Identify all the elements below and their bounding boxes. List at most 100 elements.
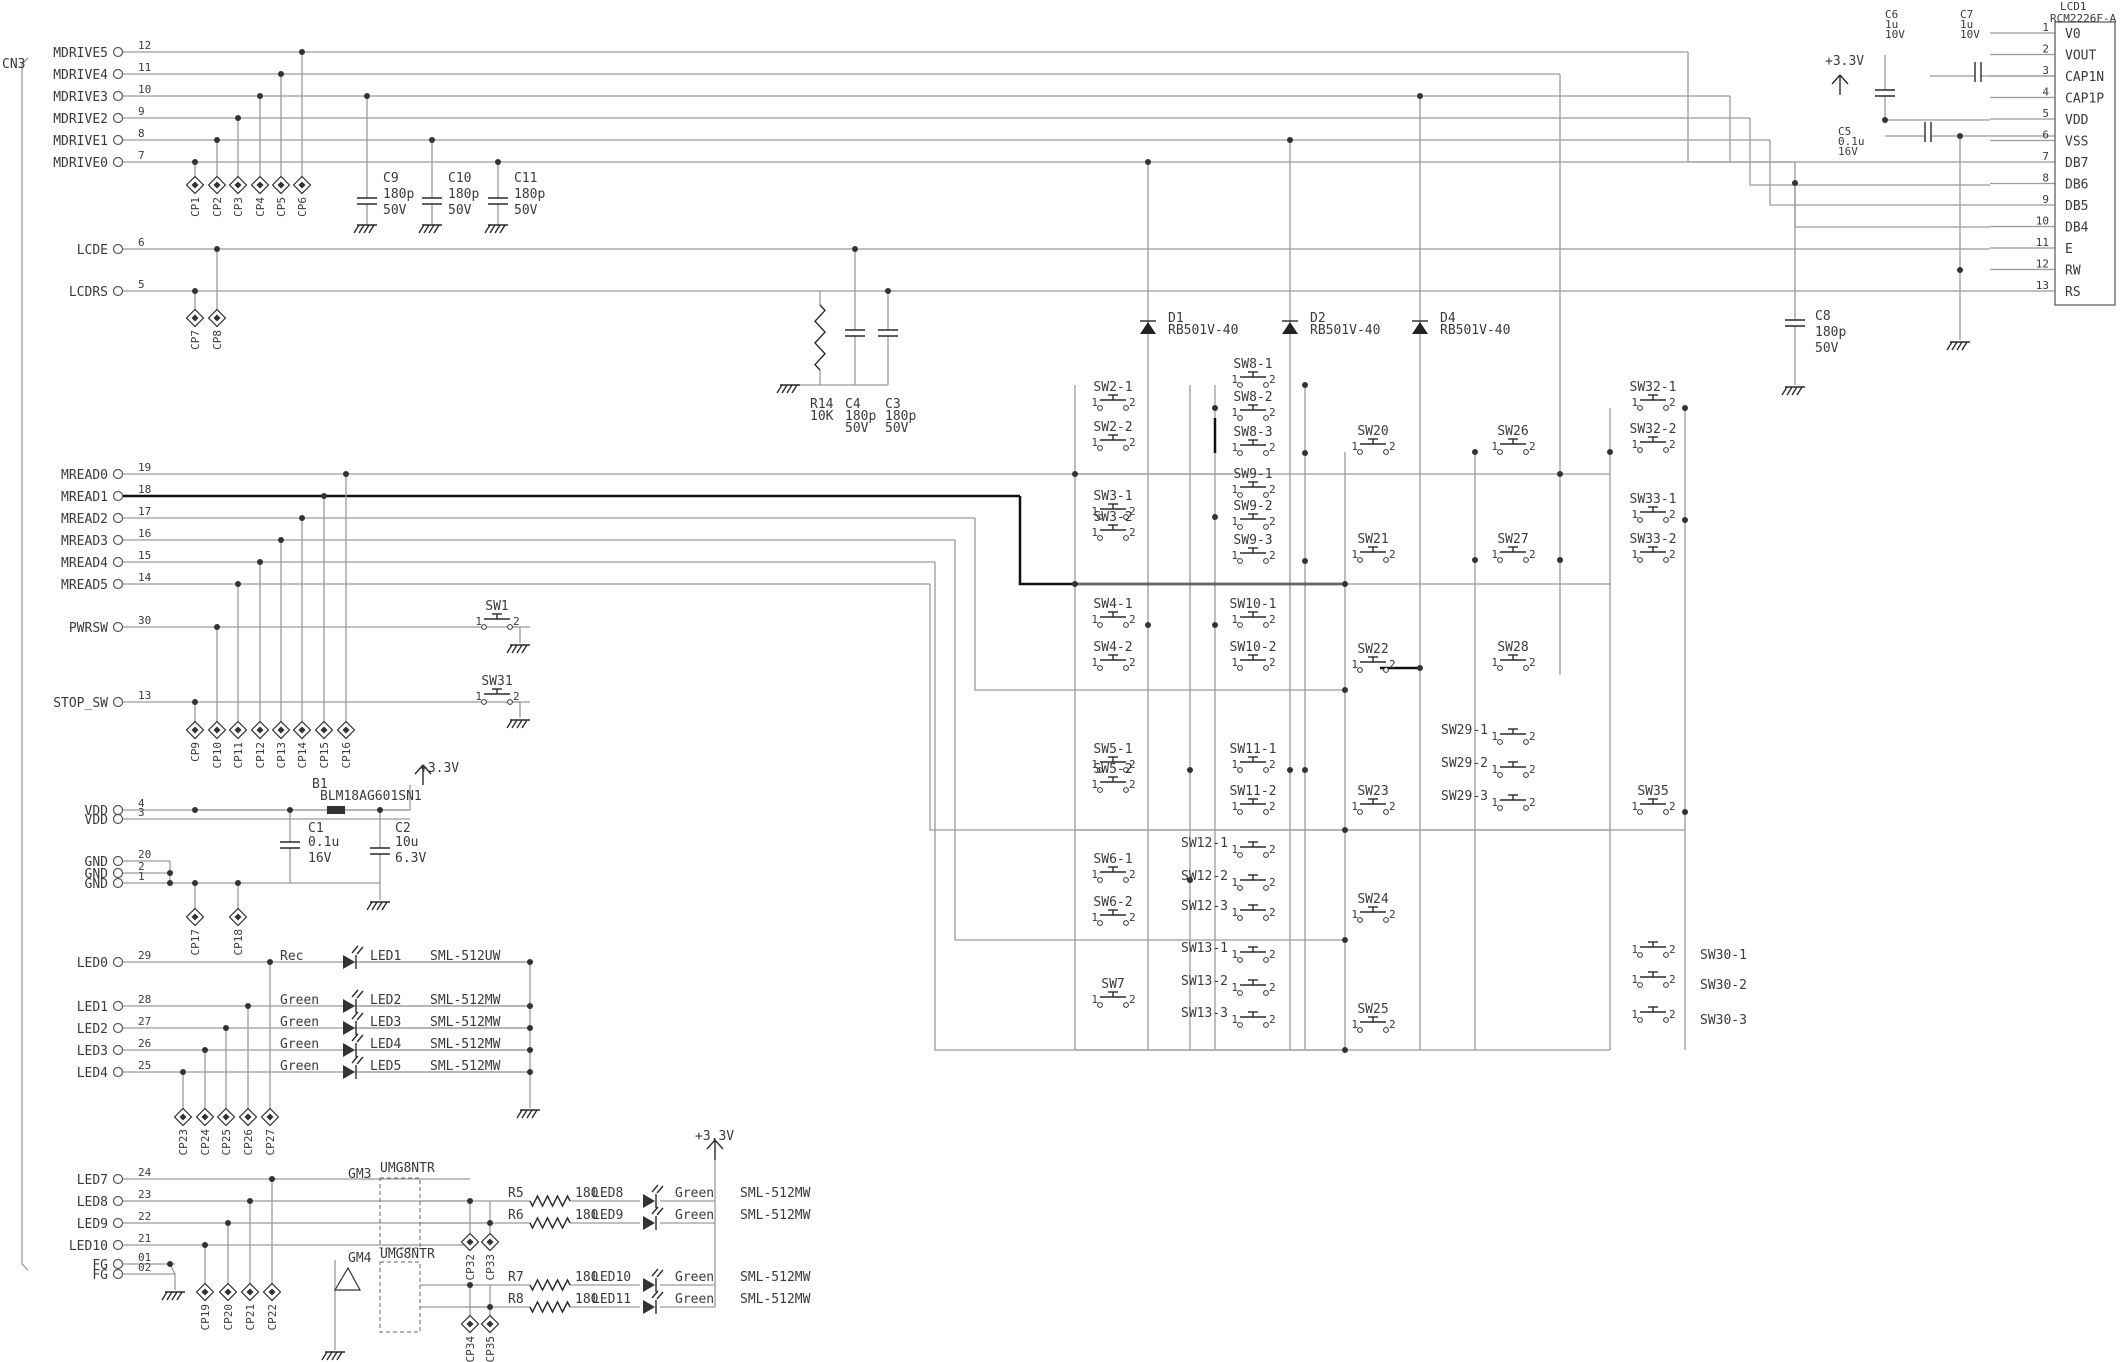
testpoint-label: CP33 [484, 1254, 497, 1281]
junction-dot [1212, 622, 1218, 628]
cap-volt: 50V [514, 203, 538, 218]
switch-label: SW13-1 [1181, 941, 1228, 956]
power-label: +3.3V [420, 761, 459, 776]
switch-icon [1357, 438, 1389, 455]
led-color: Green [280, 1037, 319, 1052]
cap-ref: C11 [514, 171, 537, 186]
switch-pin-2: 2 [1269, 906, 1276, 919]
switch-label: SW27 [1497, 532, 1528, 547]
led-ref: LED11 [592, 1292, 631, 1307]
switch-icon [1637, 506, 1669, 523]
led-icon [343, 1011, 364, 1035]
testpoint-icon [185, 308, 205, 328]
diode-icon [1412, 320, 1428, 334]
transistor-ref: GM4 [348, 1251, 372, 1266]
cap-volt: 50V [845, 421, 869, 436]
junction-dot [1287, 137, 1293, 143]
connector-pin-label: MREAD1 [61, 490, 108, 505]
junction-dot [1187, 767, 1193, 773]
led-icon [343, 1055, 364, 1079]
junction-dot [299, 515, 305, 521]
switch-pin-1: 1 [1631, 548, 1638, 561]
amplifier-icon [333, 1266, 362, 1291]
connector-pin [112, 1044, 124, 1056]
connector-pin-label: VDD [85, 813, 109, 828]
switch-pin-1: 1 [1091, 656, 1098, 669]
capacitor-icon [1924, 122, 1932, 142]
switch-label: SW9-3 [1233, 533, 1272, 548]
connector-pin-label: LED2 [77, 1022, 108, 1037]
junction-dot [377, 807, 383, 813]
led-color: Green [675, 1270, 714, 1285]
switch-pin-1: 1 [1491, 796, 1498, 809]
testpoint-icon [271, 175, 291, 195]
testpoint-icon [218, 1282, 238, 1302]
testpoint-icon [238, 1107, 258, 1127]
diode-ref: D1 [1168, 311, 1184, 326]
switch-pin-2: 2 [1529, 730, 1536, 743]
testpoint-icon [460, 1314, 480, 1334]
lcd-module-box [2054, 21, 2116, 306]
wire [195, 785, 411, 811]
switch-label: SW26 [1497, 424, 1528, 439]
switch-pin-1: 1 [1091, 868, 1098, 881]
switch-pin-2: 2 [1389, 548, 1396, 561]
cap-volt: 50V [448, 203, 472, 218]
switch-pin-2: 2 [1669, 1008, 1676, 1021]
switch-icon [1637, 1006, 1669, 1023]
power-arrow-icon [1831, 74, 1849, 95]
testpoint-icon [240, 1282, 260, 1302]
junction-dot [1302, 450, 1308, 456]
testpoint-label: CP5 [275, 197, 288, 217]
lcd-pin-number: 8 [2042, 172, 2049, 185]
connector-pin-label: GND [85, 877, 109, 892]
connector-pin [112, 855, 124, 867]
switch-icon [1237, 946, 1269, 963]
switch-icon [1357, 906, 1389, 923]
connector-pin-label: LCDE [77, 243, 108, 258]
lcd-pin-name: DB5 [2065, 199, 2088, 214]
connector-pin-label: LED10 [69, 1239, 108, 1254]
ferrite-ref: B1 [312, 777, 328, 792]
connector-pin [112, 867, 124, 879]
testpoint-label: CP26 [242, 1129, 255, 1156]
cap-ref: C8 [1815, 309, 1831, 324]
switch-icon [1237, 481, 1269, 498]
connector-pin-label: MREAD3 [61, 534, 108, 549]
switch-pin-2: 2 [1129, 758, 1136, 771]
junction-dot [167, 1261, 173, 1267]
led-color: Rec [280, 949, 303, 964]
switch-pin-2: 2 [1529, 548, 1536, 561]
lcd-pin-name: VOUT [2065, 49, 2096, 64]
switch-label: SW30-1 [1700, 948, 1747, 963]
led-icon [643, 1206, 664, 1230]
testpoint-label: CP18 [232, 929, 245, 956]
junction-dot [202, 1047, 208, 1053]
switch-icon [481, 688, 513, 705]
testpoint-label: CP14 [296, 742, 309, 769]
testpoint-icon [336, 720, 356, 740]
testpoint-icon [262, 1282, 282, 1302]
cap-volt: 16V [308, 851, 332, 866]
switch-pin-2: 2 [1269, 981, 1276, 994]
switch-pin-2: 2 [1269, 876, 1276, 889]
switch-label: SW10-2 [1230, 640, 1277, 655]
connector-pin-number: 13 [138, 689, 151, 702]
junction-dot [257, 559, 263, 565]
junction-dot [167, 880, 173, 886]
ground-icon [1946, 341, 1970, 351]
testpoint-icon [228, 175, 248, 195]
switch-pin-1: 1 [1631, 438, 1638, 451]
wire [169, 861, 381, 900]
switch-pin-2: 2 [1129, 526, 1136, 539]
wire [974, 518, 1345, 691]
cap-volt: 50V [885, 421, 909, 436]
switch-pin-1: 1 [1231, 483, 1238, 496]
testpoint-label: CP25 [220, 1129, 233, 1156]
junction-dot [1472, 449, 1478, 455]
resistor-value: 180 [575, 1292, 598, 1307]
testpoint-icon [207, 175, 227, 195]
switch-icon [1097, 503, 1129, 520]
testpoint-icon [314, 720, 334, 740]
testpoint-label: CP35 [484, 1336, 497, 1362]
